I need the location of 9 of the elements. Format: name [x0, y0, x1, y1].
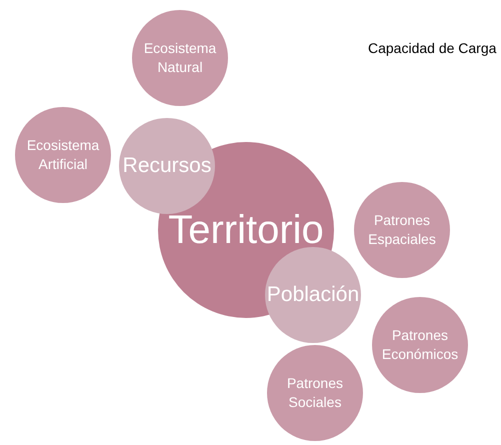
node-label: Población — [266, 282, 360, 308]
node-label: Patrones Económicos — [380, 326, 460, 364]
node-label: Ecosistema Artificial — [26, 136, 100, 174]
node-label: Patrones Espaciales — [367, 211, 437, 249]
node-label: Territorio — [167, 208, 325, 252]
diagram-title: Capacidad de Carga — [368, 39, 496, 58]
node-label: Patrones Sociales — [286, 374, 344, 412]
node-label: Recursos — [122, 153, 212, 179]
node-label: Ecosistema Natural — [142, 39, 218, 77]
